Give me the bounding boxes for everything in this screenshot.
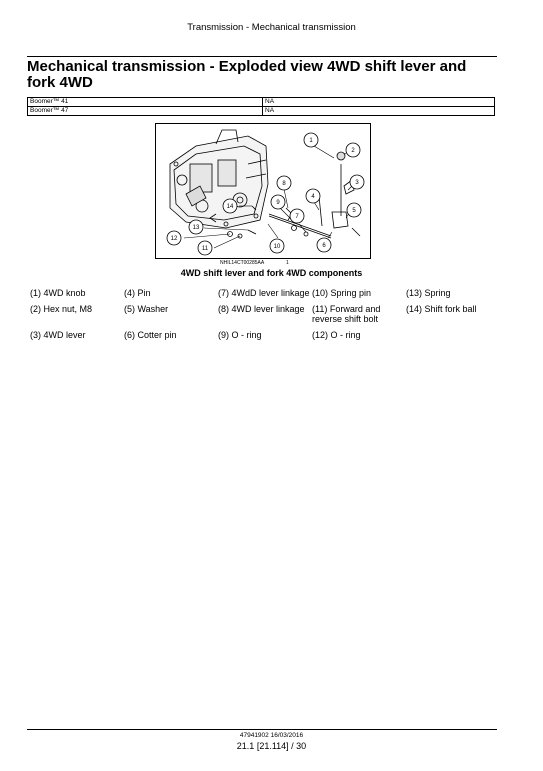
parts-item: (4) Pin <box>124 288 151 298</box>
callout-6: 6 <box>316 237 332 253</box>
model-name: Boomer™ 47 <box>27 106 263 116</box>
parts-item: (9) O - ring <box>218 330 262 340</box>
shift-lever-parts-drawing <box>209 151 361 239</box>
footer-rule <box>27 729 497 730</box>
parts-list: (1) 4WD knob (4) Pin (7) 4WdD lever link… <box>30 288 500 340</box>
callout-1: 1 <box>303 132 319 148</box>
parts-item: (8) 4WD lever linkage <box>218 304 305 314</box>
callout-4: 4 <box>305 188 321 204</box>
model-table: Boomer™ 41 NA Boomer™ 47 NA <box>27 97 495 116</box>
figure-caption: 4WD shift lever and fork 4WD components <box>180 268 363 278</box>
parts-item: (13) Spring <box>406 288 451 298</box>
title-rule <box>27 56 497 57</box>
figure-code: NHIL14CT00285AA <box>220 260 265 266</box>
parts-item: (3) 4WD lever <box>30 330 86 340</box>
callout-3: 3 <box>349 174 365 190</box>
callout-11: 11 <box>197 240 213 256</box>
model-row: Boomer™ 41 NA <box>27 97 495 107</box>
callout-label: 10 <box>274 244 281 250</box>
parts-item: (6) Cotter pin <box>124 330 177 340</box>
callout-5: 5 <box>346 202 362 218</box>
parts-item: (11) Forward and reverse shift bolt <box>312 304 381 324</box>
callout-2: 2 <box>345 142 361 158</box>
document-reference: 47941902 16/03/2016 <box>239 732 304 739</box>
parts-item: (1) 4WD knob <box>30 288 86 298</box>
exploded-view-figure: 1 2 3 4 5 6 7 8 9 10 11 12 13 14 <box>155 123 371 259</box>
callout-14: 14 <box>222 198 238 214</box>
callout-label: 8 <box>282 181 286 187</box>
parts-item: (14) Shift fork ball <box>406 304 477 314</box>
model-value: NA <box>262 97 495 107</box>
callout-13: 13 <box>188 219 204 235</box>
page-header: Transmission - Mechanical transmission <box>187 22 356 33</box>
page-number: 21.1 [21.114] / 30 <box>236 741 307 751</box>
callout-label: 9 <box>276 200 280 206</box>
callout-label: 6 <box>322 243 326 249</box>
model-name: Boomer™ 41 <box>27 97 263 107</box>
callout-label: 14 <box>227 204 234 210</box>
callout-10: 10 <box>269 238 285 254</box>
parts-item: (5) Washer <box>124 304 169 314</box>
parts-item: (7) 4WdD lever linkage <box>218 288 310 298</box>
callout-label: 13 <box>193 225 200 231</box>
callout-label: 11 <box>202 246 209 252</box>
transmission-housing-drawing <box>169 129 269 229</box>
figure-number: 1 <box>286 260 289 266</box>
page-title: Mechanical transmission - Exploded view … <box>27 58 467 91</box>
callout-label: 1 <box>309 138 313 144</box>
callout-label: 7 <box>295 214 299 220</box>
callout-label: 3 <box>355 180 359 186</box>
callout-12: 12 <box>166 230 182 246</box>
callout-label: 5 <box>352 208 356 214</box>
exploded-view-drawing: 1 2 3 4 5 6 7 8 9 10 11 12 13 14 <box>166 129 365 256</box>
parts-item: (10) Spring pin <box>312 288 372 298</box>
callout-label: 2 <box>351 148 355 154</box>
parts-item: (12) O - ring <box>312 330 361 340</box>
model-value: NA <box>262 106 495 116</box>
parts-item: (2) Hex nut, M8 <box>30 304 93 314</box>
callout-label: 12 <box>171 236 178 242</box>
callout-9: 9 <box>270 194 286 210</box>
callout-7: 7 <box>289 208 305 224</box>
callout-8: 8 <box>276 175 292 191</box>
model-row: Boomer™ 47 NA <box>27 106 495 116</box>
callout-label: 4 <box>311 194 315 200</box>
